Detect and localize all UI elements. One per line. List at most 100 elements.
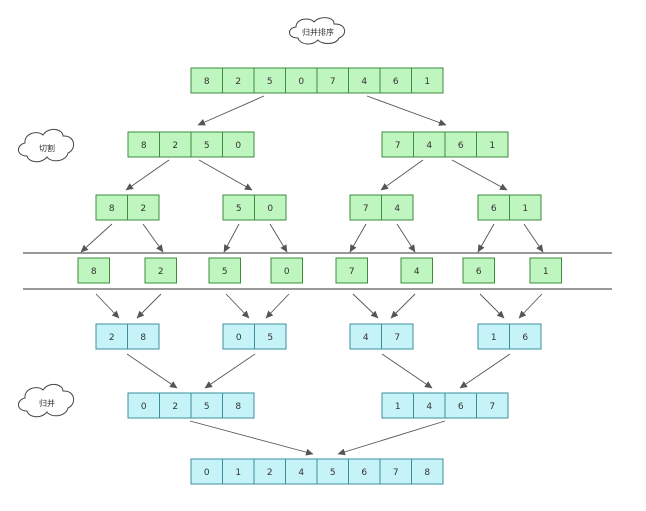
single-element: 8: [77, 257, 110, 284]
cloud-shape: [289, 17, 346, 45]
array-cell: [476, 392, 509, 419]
array-cell: [316, 67, 349, 94]
array-cell: [285, 458, 318, 485]
cell-value: 1: [489, 141, 495, 151]
cell-value: 4: [363, 333, 369, 343]
cell-value: 6: [393, 77, 399, 87]
cell-value: 4: [426, 141, 432, 151]
array-cell: [253, 458, 286, 485]
split-cloud: 切割: [18, 129, 75, 163]
array-cell: [381, 392, 414, 419]
cell-value: 2: [172, 402, 178, 412]
array-cell: [77, 257, 110, 284]
cell-value: 7: [395, 141, 401, 151]
split-label: 切割: [39, 143, 55, 153]
array-cell: [348, 458, 381, 485]
cell-value: 8: [109, 204, 115, 214]
cell-value: 8: [204, 77, 210, 87]
single-element: 1: [529, 257, 562, 284]
cell-value: 8: [91, 267, 97, 277]
flow-arrow: [451, 159, 508, 191]
cell-value: 0: [267, 204, 273, 214]
single-element: 4: [400, 257, 433, 284]
flow-arrow: [349, 223, 367, 253]
array-cell: [349, 194, 382, 221]
cell-value: 4: [394, 204, 400, 214]
cell-value: 1: [491, 333, 497, 343]
cell-value: 0: [141, 402, 147, 412]
flow-arrow: [366, 95, 447, 126]
flow-arrow: [459, 353, 511, 389]
array-cell: [144, 257, 177, 284]
array-cell: [270, 257, 303, 284]
array-cell: [476, 131, 509, 158]
array-cell: [381, 194, 414, 221]
flow-arrow: [337, 420, 446, 456]
cell-value: 6: [491, 204, 497, 214]
cell-value: 0: [298, 77, 304, 87]
flow-arrow: [269, 223, 288, 253]
cell-value: 4: [414, 267, 420, 277]
cell-value: 2: [172, 141, 178, 151]
cell-value: 5: [222, 267, 228, 277]
array-cell: [335, 257, 368, 284]
cell-value: 0: [284, 267, 290, 277]
array-cell: [222, 392, 255, 419]
array-cell: [159, 131, 192, 158]
array-cell: [159, 392, 192, 419]
cell-value: 7: [394, 333, 400, 343]
cell-value: 5: [204, 402, 210, 412]
flow-arrow: [126, 353, 178, 389]
arrows-layer: [80, 95, 544, 456]
array-cell: [285, 67, 318, 94]
flow-arrow: [390, 293, 416, 319]
merge-cloud: 归并: [18, 384, 75, 418]
cell-value: 6: [458, 141, 464, 151]
single-element: 5: [208, 257, 241, 284]
cell-value: 8: [424, 468, 430, 478]
cell-value: 7: [330, 77, 336, 87]
cloud-shape: [18, 129, 75, 163]
array-cell: [190, 131, 223, 158]
flow-arrow: [223, 223, 240, 253]
flow-arrow: [189, 420, 314, 456]
flow-arrow: [204, 353, 256, 389]
flow-arrow: [479, 293, 505, 319]
array-cell: [127, 194, 160, 221]
array-cell: [254, 194, 287, 221]
array-cell: [379, 67, 412, 94]
array-cell: [381, 323, 414, 350]
cell-value: 0: [235, 141, 241, 151]
cell-value: 7: [489, 402, 495, 412]
cell-value: 4: [426, 402, 432, 412]
flow-arrow: [136, 293, 162, 319]
cell-value: 1: [543, 267, 549, 277]
merged-half-array: 0 2 5 8: [127, 392, 255, 419]
array-cell: [413, 131, 446, 158]
cell-value: 8: [141, 141, 147, 151]
array-cell: [411, 67, 444, 94]
cell-value: 0: [204, 468, 210, 478]
cell-value: 5: [267, 333, 273, 343]
cell-value: 8: [235, 402, 241, 412]
array-cell: [316, 458, 349, 485]
cell-value: 7: [393, 468, 399, 478]
array-cell: [190, 67, 223, 94]
flow-arrow: [265, 293, 290, 319]
cell-value: 5: [330, 468, 336, 478]
flow-arrow: [477, 223, 495, 253]
cell-value: 2: [235, 77, 241, 87]
flow-arrow: [518, 293, 543, 319]
array-cell: [413, 392, 446, 419]
flow-arrow: [523, 223, 544, 253]
